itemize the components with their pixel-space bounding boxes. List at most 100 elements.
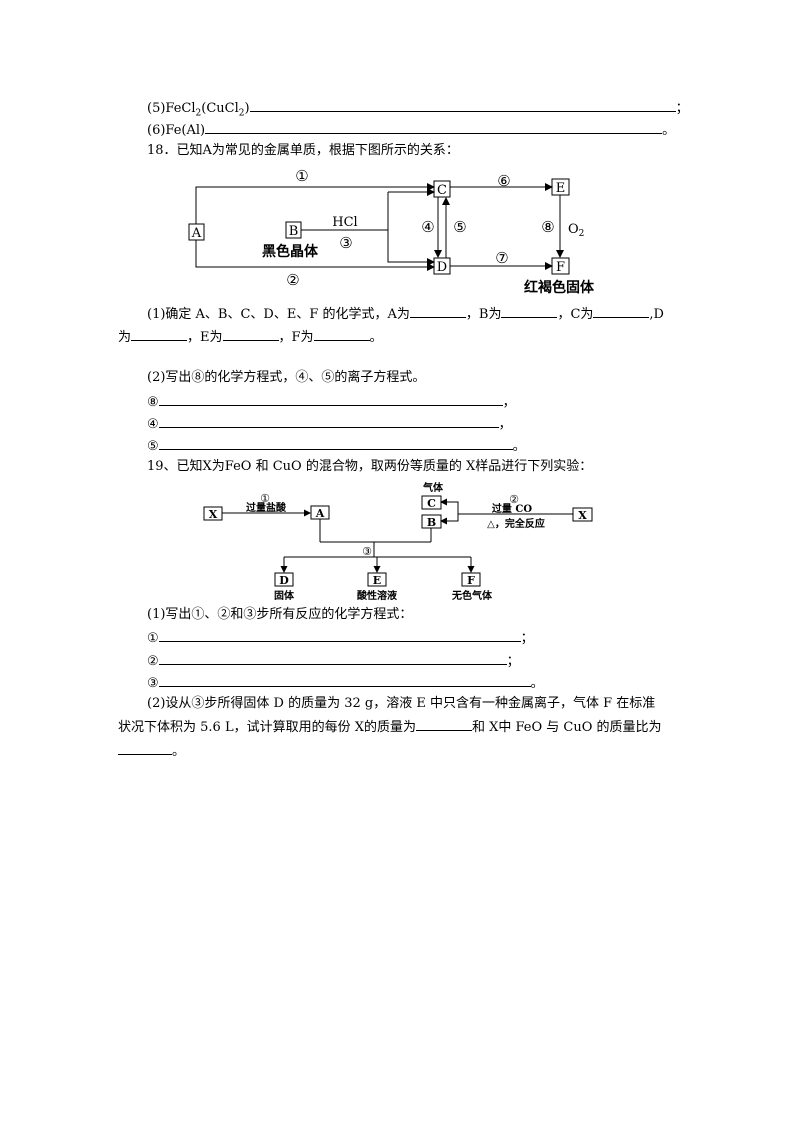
text: 。 xyxy=(369,330,383,345)
q19-stem: 19、已知X为FeO 和 CuO 的混合物，取两份等质量的 X样品进行下列实验： xyxy=(147,459,593,474)
arrow-to-b xyxy=(440,514,459,525)
q19-ans2: ②； xyxy=(147,651,520,671)
arrow-b-d xyxy=(387,192,435,266)
circled-num: ⑧ xyxy=(147,395,159,410)
answer-blank-mass[interactable] xyxy=(415,717,472,731)
answer-blank[interactable] xyxy=(158,673,531,687)
text: 状况下体积为 5.6 L，试计算取用的每份 X的质量为 xyxy=(118,720,416,735)
x-right: X xyxy=(578,509,587,522)
f-label: 红褐色固体 xyxy=(524,279,595,296)
q19-sub2-line2: 状况下体积为 5.6 L，试计算取用的每份 X的质量为和 X中 FeO 与 Cu… xyxy=(118,717,662,737)
step-6-label: ⑥ xyxy=(497,172,510,190)
step-2-label: ② xyxy=(509,493,519,506)
q19-sub2-line1: (2)设从③步所得固体 D 的质量为 32 g，溶液 E 中只含有一种金属离子，… xyxy=(147,696,656,711)
node-e: E xyxy=(373,574,381,587)
circled-num: ③ xyxy=(147,676,159,691)
q18-ans8: ⑧， xyxy=(147,392,516,412)
node-d-box xyxy=(274,572,294,587)
arrow-a-c xyxy=(195,183,435,224)
punct: 。 xyxy=(512,439,526,454)
subscript: 2 xyxy=(238,108,245,119)
node-f-box xyxy=(461,572,481,587)
circled-num: ② xyxy=(147,654,159,669)
arrow-to-c xyxy=(440,498,459,514)
answer-blank-b[interactable] xyxy=(501,304,558,318)
punct: 。 xyxy=(530,676,544,691)
answer-blank-a[interactable] xyxy=(409,304,466,318)
item6-text: (6)Fe(Al) xyxy=(147,123,206,138)
answer-blank[interactable] xyxy=(205,120,663,134)
q18-stem: 18．已知A为常见的金属单质，根据下图所示的关系： xyxy=(147,143,459,158)
text: ，C为 xyxy=(557,307,594,322)
node-f: F xyxy=(556,260,565,275)
node-a: A xyxy=(315,507,325,520)
answer-blank[interactable] xyxy=(158,651,507,665)
punct: 。 xyxy=(172,744,186,759)
f-label: 无色气体 xyxy=(451,589,493,602)
punct: ， xyxy=(502,395,516,410)
text: ,D xyxy=(649,307,664,322)
text: 为 xyxy=(118,330,132,345)
arrow-a-d xyxy=(195,240,435,271)
x-left: X xyxy=(209,508,218,521)
text: (1)确定 A、B、C、D、E、F 的化学式，A为 xyxy=(147,307,410,322)
answer-blank-e[interactable] xyxy=(222,327,279,341)
q18-sub1-line1: (1)确定 A、B、C、D、E、F 的化学式，A为 ，B为 ，C为 ,D xyxy=(147,304,664,324)
text: ，F为 xyxy=(278,330,314,345)
d-label: 固体 xyxy=(274,589,295,602)
circled-num: ⑤ xyxy=(147,439,159,454)
text: ，E为 xyxy=(187,330,223,345)
q19-sub2-line3: 。 xyxy=(118,741,185,761)
punct: ； xyxy=(675,101,689,116)
q19-diagram: X ① 过量盐酸 A 气体 C B X ② 过量 CO △，完全反应 ③ D E… xyxy=(203,481,593,602)
punct: ， xyxy=(498,417,512,432)
node-e: E xyxy=(556,181,566,196)
step-2-reagent: 过量 CO xyxy=(492,502,532,515)
node-d: D xyxy=(279,574,289,587)
punct: ； xyxy=(520,631,534,646)
node-a: A xyxy=(191,226,202,241)
answer-blank-ratio[interactable] xyxy=(118,741,172,755)
step-2-condition: △，完全反应 xyxy=(487,517,545,530)
circled-num: ④ xyxy=(147,417,159,432)
step-1-label: ① xyxy=(260,492,270,505)
answer-blank-d[interactable] xyxy=(131,327,188,341)
node-d: D xyxy=(437,260,447,275)
q18-sub2: (2)写出⑧的化学方程式，④、⑤的离子方程式。 xyxy=(147,370,426,385)
node-b: B xyxy=(289,224,299,239)
reagent-hcl: HCl xyxy=(332,215,357,230)
q17-item5: (5)FeCl2(CuCl2)； xyxy=(147,98,689,123)
step-2-label: ② xyxy=(286,271,299,289)
q19-sub1: (1)写出①、②和③步所有反应的化学方程式： xyxy=(147,607,413,622)
step-3-label: ③ xyxy=(362,545,372,558)
item5-text: ) xyxy=(244,101,250,116)
node-b: B xyxy=(427,516,436,529)
step-4-label: ④ xyxy=(421,218,434,236)
gas-label: 气体 xyxy=(422,481,444,494)
node-c: C xyxy=(437,183,447,198)
step-7-label: ⑦ xyxy=(495,249,508,267)
q19-ans1: ①； xyxy=(147,628,534,648)
item5-text: (CuCl xyxy=(201,101,239,116)
answer-blank[interactable] xyxy=(158,628,521,642)
node-c: C xyxy=(427,497,436,510)
step-1-label: ① xyxy=(295,167,308,185)
b-label: 黑色晶体 xyxy=(262,243,319,260)
answer-blank-f[interactable] xyxy=(313,327,370,341)
circled-num: ① xyxy=(147,631,159,646)
answer-blank[interactable] xyxy=(158,436,513,450)
punct: ； xyxy=(506,654,520,669)
answer-blank[interactable] xyxy=(158,392,503,406)
text: ，B为 xyxy=(465,307,502,322)
step-5-label: ⑤ xyxy=(453,218,466,236)
node-e-box xyxy=(367,572,387,587)
e-label: 酸性溶液 xyxy=(357,589,397,602)
node-f: F xyxy=(467,574,475,587)
punct: 。 xyxy=(662,123,676,138)
q18-sub1-line2: 为 ，E为 ，F为 。 xyxy=(118,327,383,347)
answer-blank[interactable] xyxy=(158,414,499,428)
subscript: 2 xyxy=(195,108,202,119)
answer-blank[interactable] xyxy=(249,98,676,112)
answer-blank-c[interactable] xyxy=(593,304,650,318)
step-1-reagent: 过量盐酸 xyxy=(246,501,287,514)
